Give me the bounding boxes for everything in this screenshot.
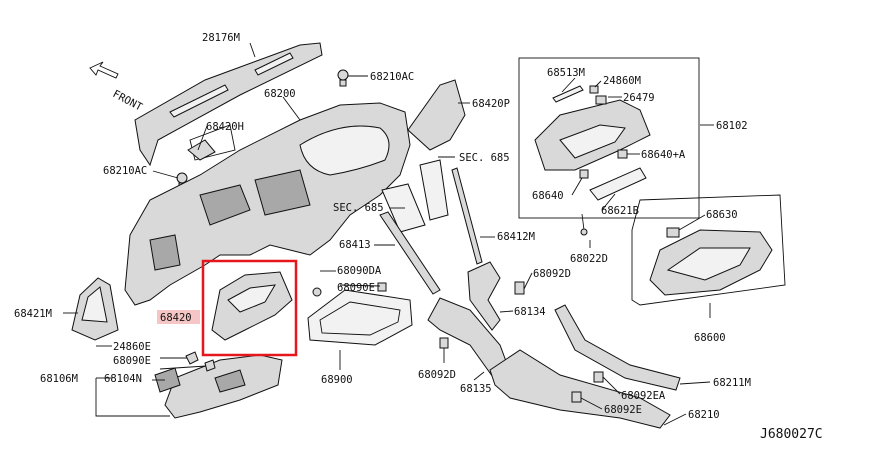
group-frame-68600 — [631, 194, 786, 306]
label-sec685-upper: SEC. 685 — [459, 152, 510, 164]
part-68621b[interactable] — [589, 167, 647, 201]
label-68420p: 68420P — [472, 98, 510, 110]
label-68513m: 68513M — [547, 67, 585, 79]
label-68210: 68210 — [688, 409, 720, 421]
highlight-box — [201, 259, 298, 357]
part-68090e-clip-left[interactable] — [204, 359, 216, 372]
part-68106m-lower-cover[interactable] — [164, 354, 283, 419]
label-68092d-mid: 68092D — [418, 369, 456, 381]
part-68900-lower-cover[interactable] — [307, 289, 413, 346]
part-68412m[interactable] — [451, 167, 483, 265]
label-68600: 68600 — [694, 332, 726, 344]
part-68420-cluster-lid[interactable] — [211, 271, 293, 341]
label-68092d-right: 68092D — [533, 268, 571, 280]
part-24860e-harness[interactable] — [185, 351, 199, 365]
label-68104n: 68104N — [104, 373, 142, 385]
part-68210ac-clip-top[interactable] — [337, 69, 349, 87]
label-68106m: 68106M — [40, 373, 78, 385]
label-28176m: 28176M — [202, 32, 240, 44]
label-68420: 68420 — [160, 312, 192, 324]
highlight-label-bg — [157, 310, 200, 324]
part-68022d[interactable] — [580, 213, 588, 236]
part-68640[interactable] — [579, 169, 589, 179]
label-68900: 68900 — [321, 374, 353, 386]
label-26479: 26479 — [623, 92, 655, 104]
label-68090e-mid: 68090E — [337, 282, 375, 294]
front-arrow-icon — [89, 61, 119, 79]
part-24860m[interactable] — [589, 85, 599, 94]
label-68630: 68630 — [706, 209, 738, 221]
part-26479[interactable] — [595, 95, 607, 105]
part-68092d-clip-right[interactable] — [514, 281, 525, 295]
part-68420p[interactable] — [407, 79, 466, 151]
label-68412m: 68412M — [497, 231, 535, 243]
part-68630[interactable] — [666, 227, 680, 238]
part-sec685-vent-upper[interactable] — [419, 159, 449, 221]
part-68211m[interactable] — [554, 304, 681, 391]
group-frame-68102 — [518, 57, 700, 219]
label-68134: 68134 — [514, 306, 546, 318]
diagram-code: J680027C — [760, 427, 823, 442]
label-68200: 68200 — [264, 88, 296, 100]
label-68211m: 68211M — [713, 377, 751, 389]
part-68413[interactable] — [379, 211, 441, 295]
label-68090da: 68090DA — [337, 265, 382, 277]
label-24860m: 24860M — [603, 75, 641, 87]
label-68640: 68640 — [532, 190, 564, 202]
leader-lines — [63, 42, 714, 426]
part-68640a[interactable] — [617, 149, 628, 159]
part-68513m[interactable] — [552, 85, 584, 103]
part-68600-glovebox-lid[interactable] — [649, 229, 773, 296]
part-68104n[interactable] — [154, 367, 181, 393]
part-68090da-clip[interactable] — [312, 287, 322, 297]
label-68092ea: 68092EA — [621, 390, 666, 402]
front-direction-label: FRONT — [111, 88, 145, 114]
part-68092e-clip[interactable] — [571, 391, 582, 403]
label-68210ac-top: 68210AC — [370, 71, 414, 83]
part-68092d-clip-mid[interactable] — [439, 337, 449, 349]
part-68090e-clip-mid[interactable] — [377, 282, 387, 292]
part-68421m[interactable] — [71, 277, 119, 341]
part-68102-glovebox-frame[interactable] — [534, 99, 651, 171]
part-68092ea-clip[interactable] — [593, 371, 604, 383]
label-68413: 68413 — [339, 239, 371, 251]
part-28176m[interactable] — [134, 42, 323, 167]
label-24860e: 24860E — [113, 341, 151, 353]
label-68420h: 68420H — [206, 121, 244, 133]
label-68022d: 68022D — [570, 253, 608, 265]
label-68102: 68102 — [716, 120, 748, 132]
label-68092e: 68092E — [604, 404, 642, 416]
part-68210[interactable] — [489, 349, 671, 429]
label-68621b: 68621B — [601, 205, 639, 217]
label-68210ac-left: 68210AC — [103, 165, 147, 177]
label-68135: 68135 — [460, 383, 492, 395]
label-sec685-lower: SEC. 685 — [333, 202, 384, 214]
label-68640a: 68640+A — [641, 149, 686, 161]
part-68134[interactable] — [467, 261, 501, 331]
part-68200-instrument-panel[interactable] — [124, 102, 411, 306]
label-68421m: 68421M — [14, 308, 52, 320]
label-68090e-left: 68090E — [113, 355, 151, 367]
part-68420h[interactable] — [187, 139, 216, 161]
